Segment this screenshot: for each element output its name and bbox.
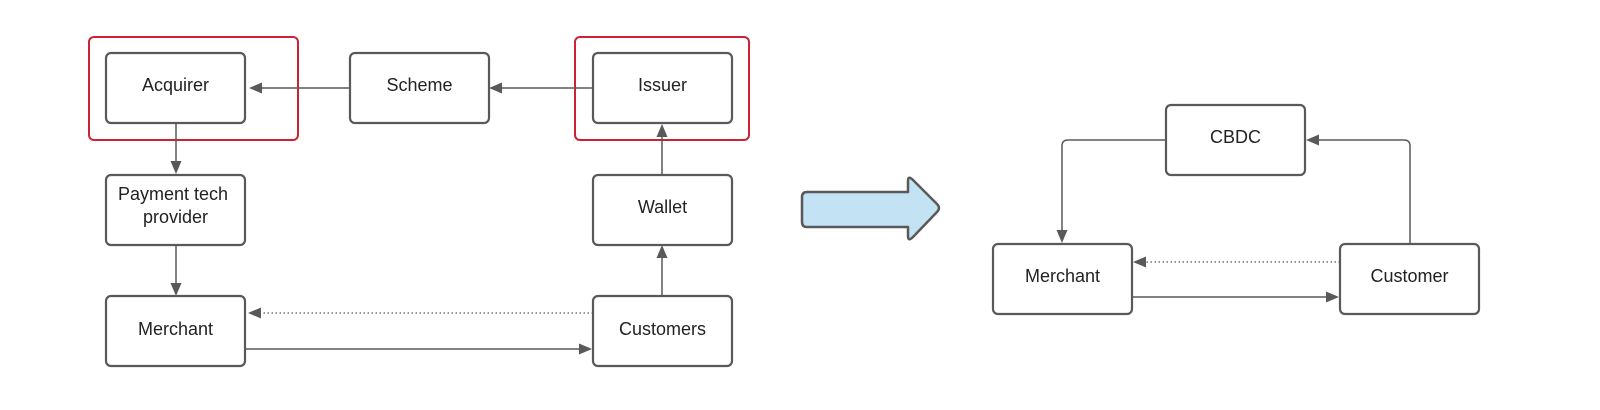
node-merchant: Merchant	[104, 294, 247, 368]
left-diagram: Acquirer Scheme Issuer Payment tech prov…	[88, 36, 750, 368]
node-cbdc-label: CBDC	[1210, 127, 1261, 147]
node-customers: Customers	[591, 294, 734, 368]
node-merchant-label: Merchant	[138, 319, 213, 339]
node-issuer-label: Issuer	[638, 75, 687, 95]
arrowhead-customer-to-merchant-dotted	[1133, 256, 1146, 268]
arrowhead-merchant-to-customer	[1326, 291, 1339, 303]
node-customers-label: Customers	[619, 319, 706, 339]
left-connectors	[170, 82, 668, 355]
arrowhead-customer-to-cbdc	[1306, 134, 1319, 146]
arrowhead-customers-to-wallet	[656, 245, 668, 258]
node-issuer: Issuer	[591, 51, 734, 125]
arrowhead-scheme-to-acquirer	[249, 82, 262, 94]
node-payment-tech-provider-label-line-1: Payment tech	[118, 184, 228, 204]
arrowhead-payment-tech-to-merchant	[170, 283, 182, 296]
node-scheme: Scheme	[348, 51, 491, 125]
node-customer-right: Customer	[1338, 242, 1481, 316]
node-merchant-right-label: Merchant	[1025, 266, 1100, 286]
arrowhead-acquirer-to-payment-tech	[170, 161, 182, 174]
right-connectors	[1056, 134, 1411, 303]
arrowhead-customers-to-merchant-dotted	[248, 307, 261, 319]
node-payment-tech-provider-label-line-2: provider	[143, 207, 208, 227]
edge-customer-to-cbdc	[1319, 139, 1411, 244]
node-acquirer-label: Acquirer	[142, 75, 209, 95]
node-customer-right-label: Customer	[1370, 266, 1448, 286]
node-merchant-right: Merchant	[991, 242, 1134, 316]
transition-arrow	[800, 176, 941, 241]
edge-cbdc-to-merchant	[1061, 139, 1166, 230]
node-wallet: Wallet	[591, 173, 734, 247]
node-scheme-label: Scheme	[386, 75, 452, 95]
node-acquirer: Acquirer	[104, 51, 247, 125]
node-wallet-label: Wallet	[638, 197, 687, 217]
arrowhead-merchant-to-customers	[579, 343, 592, 355]
node-cbdc: CBDC	[1164, 103, 1307, 177]
arrowhead-wallet-to-issuer	[656, 124, 668, 137]
arrowhead-issuer-to-scheme	[489, 82, 502, 94]
right-diagram: CBDC Merchant Customer	[991, 103, 1481, 316]
node-payment-tech-provider: Payment tech provider	[104, 173, 247, 247]
node-payment-tech-provider-label: Payment tech provider	[118, 184, 233, 227]
arrowhead-cbdc-to-merchant	[1056, 230, 1068, 243]
